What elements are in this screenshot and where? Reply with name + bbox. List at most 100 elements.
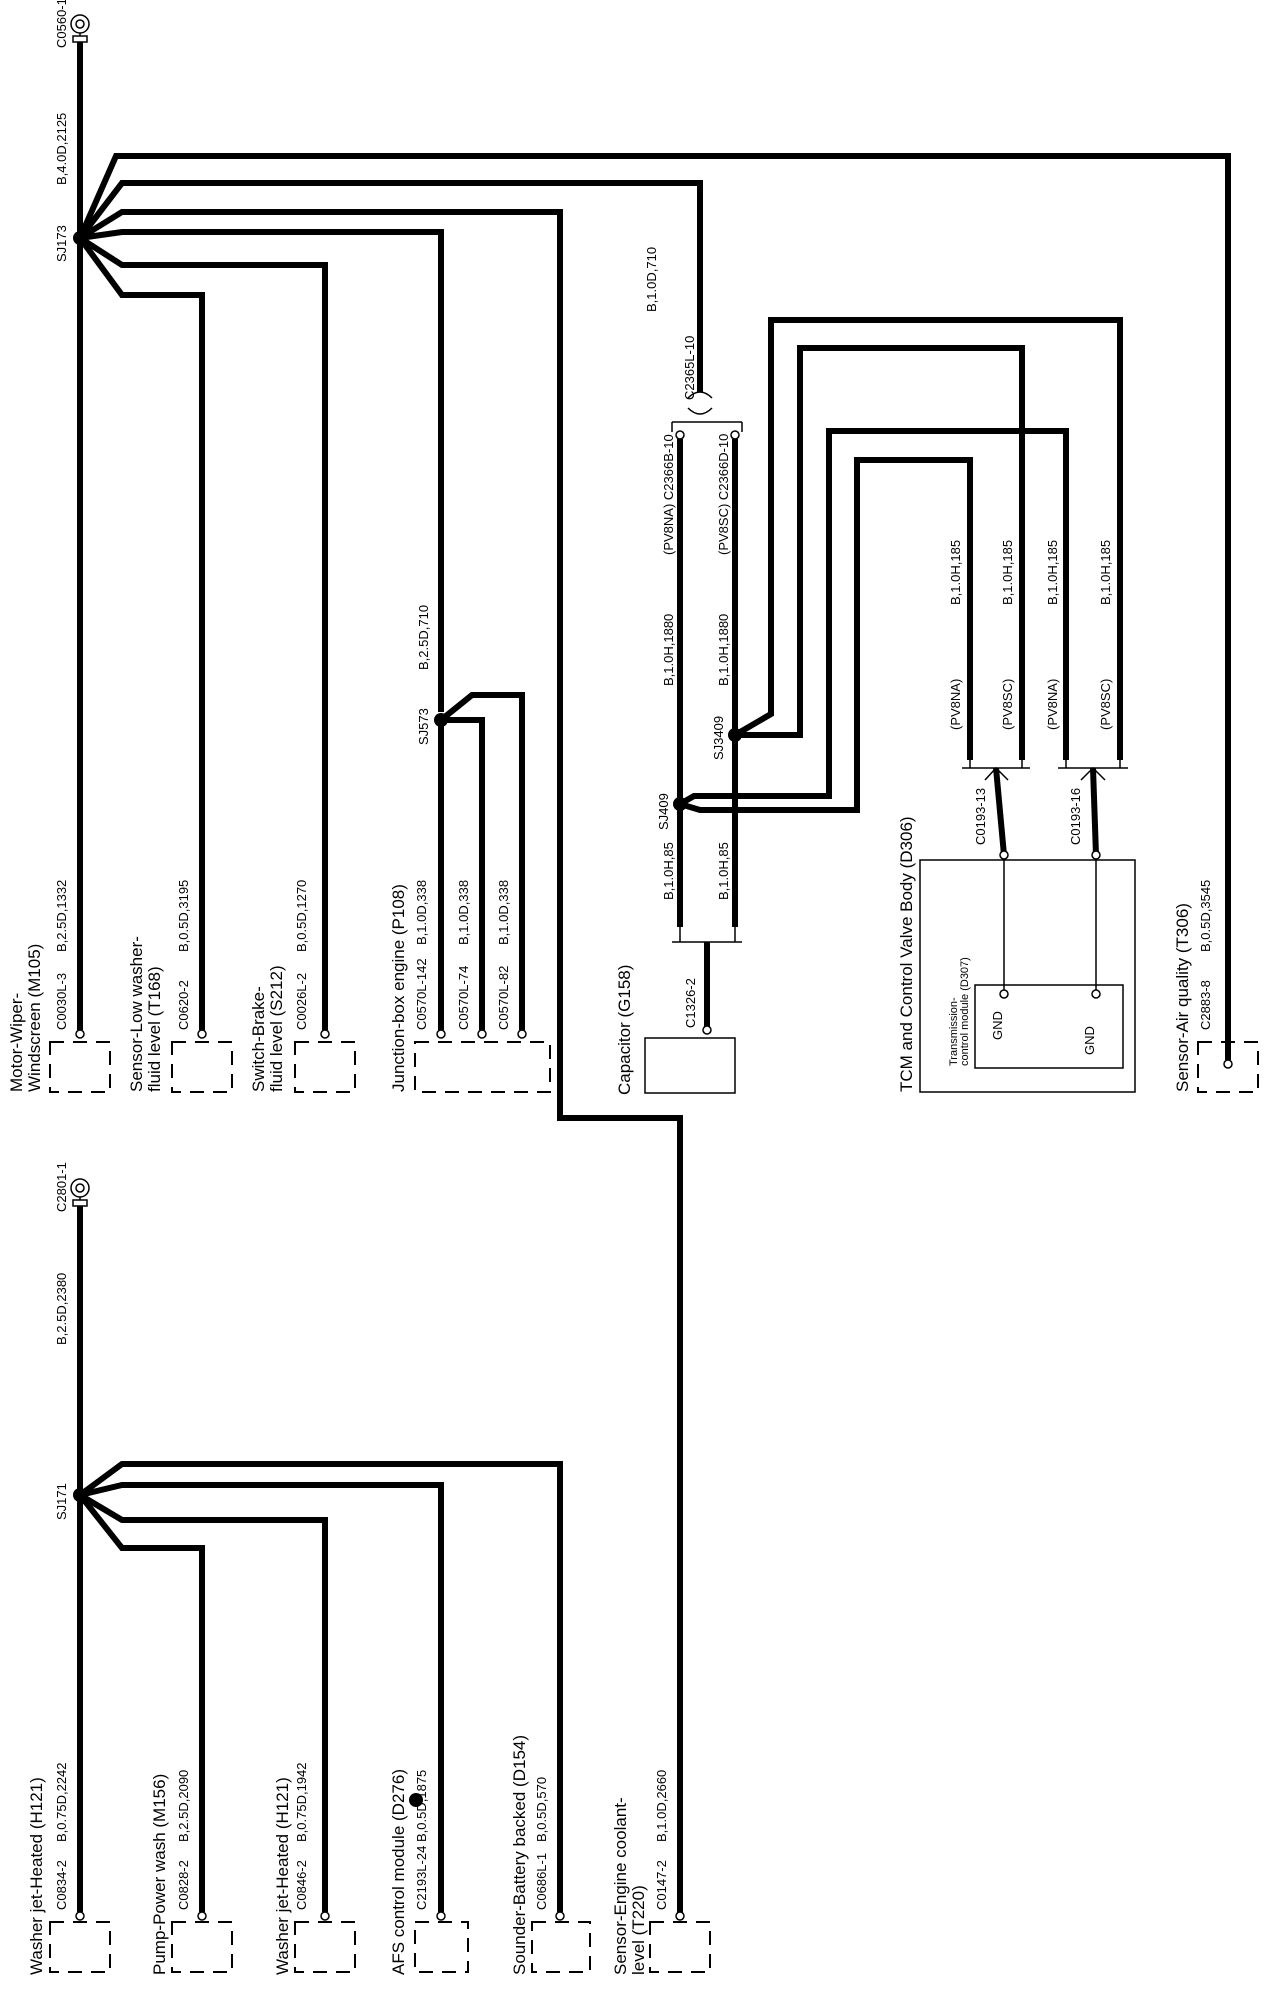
coolant-wire: B,1.0D,2660 (654, 1770, 669, 1842)
connector-c0193b-label: C0193-16 (1068, 788, 1083, 845)
washer-jet-2-connector: C0846-2 (294, 1860, 309, 1910)
junction-box-outline (414, 1041, 551, 1093)
sounder-connector: C0686L-1 (534, 1853, 549, 1910)
washer-level-label-1: Sensor-Low washer- (127, 936, 146, 1092)
wire-sj3409-b (735, 345, 1025, 760)
wire-to-air-quality (77, 153, 1231, 1060)
tcm-label: TCM and Control Valve Body (D306) (897, 816, 916, 1092)
air-quality-pin (1223, 1059, 1233, 1069)
coolant-label-2: level (T220) (629, 1885, 648, 1975)
jb-wire-3: B,1.0D,338 (496, 880, 511, 945)
capacitor-box (644, 1037, 736, 1094)
jb-pin-2 (477, 1029, 487, 1039)
washer-level-pin (197, 1029, 207, 1039)
jb-pin-1 (436, 1029, 446, 1039)
jb-wire-1: B,1.0D,338 (414, 880, 429, 945)
wire-jb-3 (439, 692, 525, 1030)
motor-wiper-connector: C0030L-3 (54, 973, 69, 1030)
washer-jet-2-box (294, 1921, 356, 1973)
washer-jet-2-label: Washer jet-Heated (H121) (273, 1777, 292, 1975)
tcm-wire-1: B,1.0H,185 (948, 540, 963, 605)
coolant-label-1: Sensor-Engine coolant- (611, 1797, 630, 1975)
tcm-gnd-pin-2 (1091, 989, 1101, 999)
capacitor-label: Capacitor (G158) (615, 965, 634, 1095)
washer-jet-2-pin (320, 1911, 330, 1921)
tcm-gnd-1: GND (990, 1011, 1005, 1040)
jb-connector-1: C0570L-142 (414, 958, 429, 1030)
wire-cap-a-label: B,1.0H,85 (661, 842, 676, 900)
washer-jet-2-wire: B,0.75D,1942 (294, 1762, 309, 1842)
connector-c1326 (672, 927, 742, 1035)
air-quality-connector: C2883-8 (1198, 980, 1213, 1030)
air-quality-box (1197, 1041, 1259, 1093)
splice-sj409-label: SJ409 (656, 793, 671, 830)
wire-c2365-label: B,1.0D,710 (644, 247, 659, 312)
wire-sj3409-a (733, 317, 1123, 760)
afs-connector: C2193L-24 (414, 1846, 429, 1910)
wire-to-pump (77, 1493, 205, 1912)
washer-jet-1-wire: B,0.75D,2242 (54, 1762, 69, 1842)
wire-to-afs (79, 1482, 444, 1912)
splice-sj573-label: SJ573 (416, 708, 431, 745)
afs-box (414, 1921, 469, 1973)
connector-c1326-label: C1326-2 (683, 978, 698, 1028)
washer-jet-1-pin (75, 1911, 85, 1921)
wire-cap-b-label: B,1.0H,85 (716, 842, 731, 900)
wire-to-washer-level (77, 236, 205, 1030)
air-quality-wire: B,0.5D,3545 (1198, 880, 1213, 952)
pin-c2366b (675, 430, 685, 440)
brake-switch-connector: C0026L-2 (294, 973, 309, 1030)
wire-pv8na-label: B,1.0H,1880 (661, 614, 676, 686)
brake-switch-label-2: fluid level (S212) (267, 965, 286, 1092)
wire-to-c2365 (77, 180, 703, 392)
coolant-connector: C0147-2 (654, 1860, 669, 1910)
washer-jet-1-box (49, 1921, 111, 1973)
tcm-wire-4: B,1.0H,185 (1098, 540, 1113, 605)
wire-to-brake-switch (78, 235, 328, 1030)
wire-sj409-a (678, 428, 1069, 807)
wire-jb-2 (441, 717, 485, 1030)
wire-sj573-label: B,2.5D,710 (416, 605, 431, 670)
motor-wiper-label-2: Windscreen (M105) (25, 944, 44, 1092)
wire-main-top-label: B,4.0D,2125 (54, 113, 69, 185)
jb-connector-3: C0570L-82 (496, 966, 511, 1030)
ground-c2801 (70, 1178, 90, 1207)
connector-c2365 (671, 391, 743, 432)
wire-to-sj573 (79, 229, 444, 712)
ground-c0560-label: C0560-1 (54, 0, 69, 48)
wire-main-bottom-label: B,2.5D,2380 (54, 1273, 69, 1345)
washer-jet-1-connector: C0834-2 (54, 1860, 69, 1910)
wire-to-sounder (78, 1461, 563, 1912)
pin-c2366d (730, 430, 740, 440)
splice-sj173-label: SJ173 (54, 225, 69, 262)
tcm-inner-2: control module (D307) (959, 957, 971, 1066)
connector-c2365-label: C2365L-10 (682, 336, 697, 400)
afs-dot (409, 1793, 423, 1807)
motor-wiper-wire: B,2.5D,1332 (54, 880, 69, 952)
splice-sj3409-label: SJ3409 (711, 716, 726, 760)
tcm-inner-1: Transmission- (948, 997, 960, 1066)
ground-c2801-label: C2801-1 (54, 1162, 69, 1212)
brake-switch-wire: B,0.5D,1270 (294, 880, 309, 952)
jb-pin-3 (517, 1029, 527, 1039)
connector-c2366b-label: (PV8NA) C2366B-10 (661, 434, 676, 555)
jb-connector-2: C0570L-74 (456, 966, 471, 1030)
coolant-box (649, 1921, 711, 1973)
tcm-box (919, 859, 1136, 1093)
motor-wiper-label-1: Motor-Wiper- (7, 993, 26, 1092)
tcm-gnd-2: GND (1082, 1026, 1097, 1055)
pump-box (171, 1921, 233, 1973)
tcm-wire-2: B,1.0H,185 (1000, 540, 1015, 605)
tcm-variant-2: (PV8SC) (1000, 679, 1015, 730)
sounder-box (531, 1921, 591, 1973)
brake-switch-box (294, 1041, 356, 1093)
tcm-variant-4: (PV8SC) (1098, 679, 1113, 730)
wire-to-coolant (78, 209, 683, 1920)
connector-c2366d-label: (PV8SC) C2366D-10 (716, 434, 731, 555)
washer-jet-1-label: Washer jet-Heated (H121) (27, 1777, 46, 1975)
washer-level-box (171, 1041, 233, 1093)
tcm-wire-3: B,1.0H,185 (1045, 540, 1060, 605)
pump-connector: C0828-2 (176, 1860, 191, 1910)
sounder-pin (555, 1911, 565, 1921)
